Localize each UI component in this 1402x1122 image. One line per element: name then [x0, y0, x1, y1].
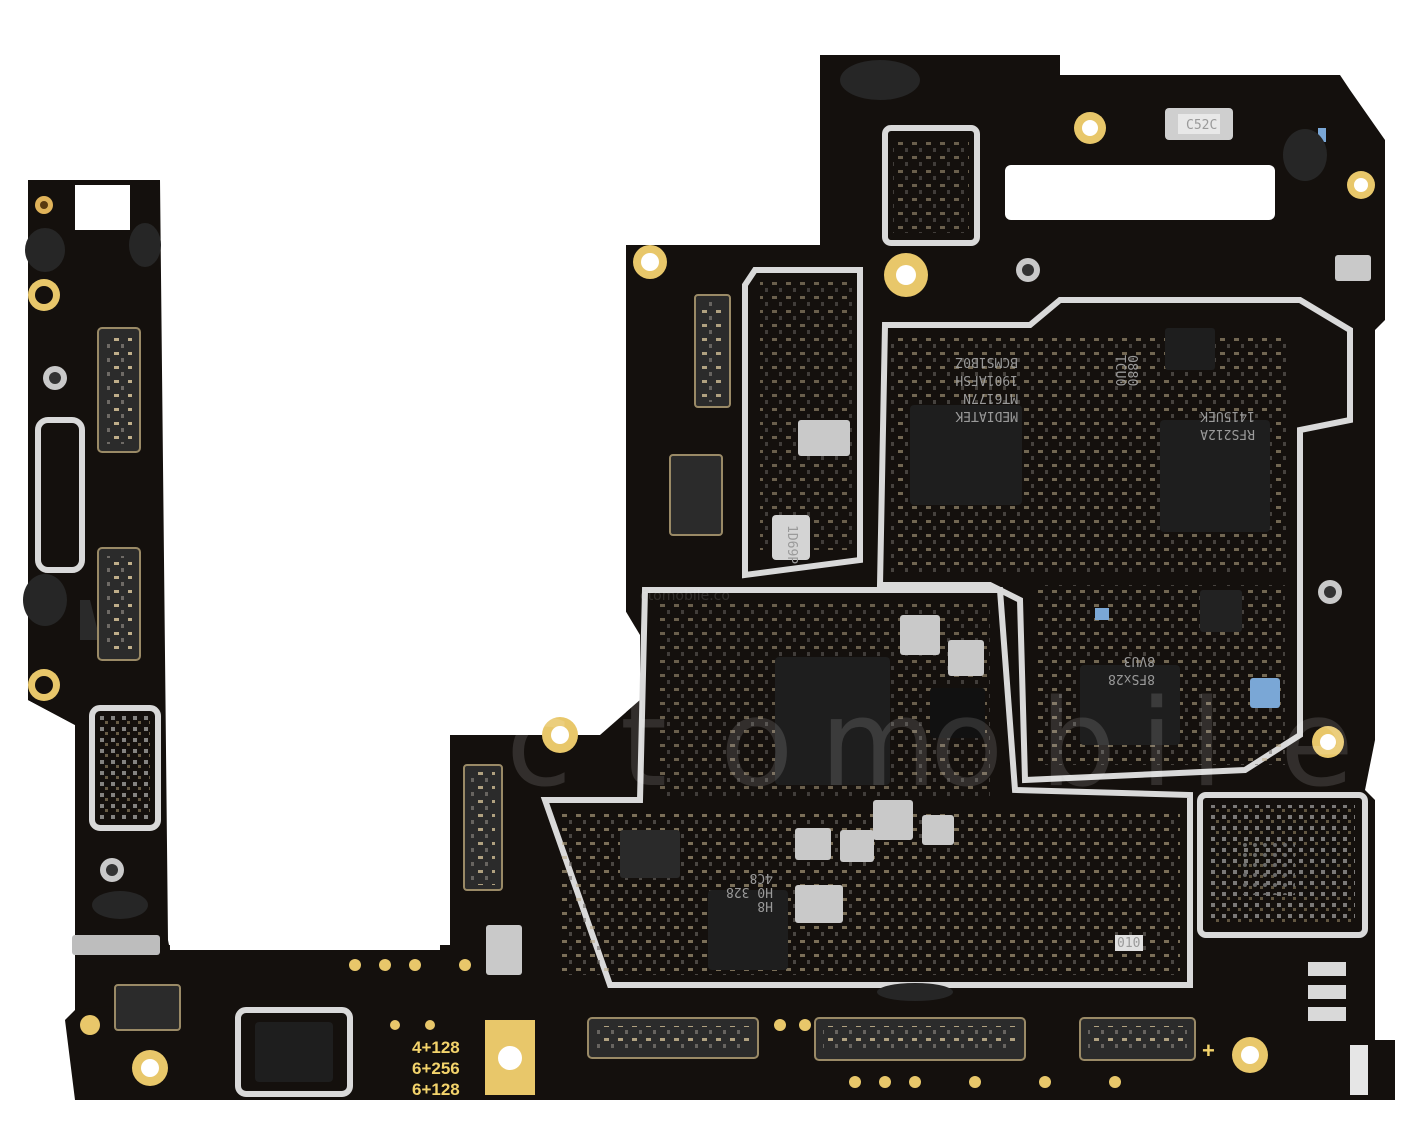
svg-text:4+128: 4+128	[412, 1038, 460, 1057]
svg-text:l: l	[1190, 675, 1223, 814]
svg-text:6+256: 6+256	[412, 1059, 460, 1078]
white-label-sticker	[75, 185, 130, 230]
svg-text:o: o	[930, 675, 1003, 814]
svg-text:8FSx28: 8FSx28	[1108, 671, 1155, 686]
main-board: C52C	[23, 60, 1375, 1097]
shield-top	[882, 125, 980, 246]
svg-text:4C8: 4C8	[750, 870, 773, 885]
svg-text:o: o	[720, 675, 793, 814]
shield-lower	[540, 587, 1193, 988]
svg-text:H0 328: H0 328	[726, 884, 773, 899]
svg-text:TCU0: TCU0	[1112, 355, 1127, 386]
svg-text:6+128: 6+128	[412, 1080, 460, 1099]
underfill-blobs	[23, 60, 1327, 1001]
svg-text:H8: H8	[757, 898, 773, 913]
chip-small-upper: 0880 TCU0	[1112, 328, 1215, 386]
camera-cutout	[1005, 165, 1275, 220]
chip-bottom: H8 H0 328 4C8	[708, 870, 788, 970]
svg-text:BCMS1B0Z: BCMS1B0Z	[955, 354, 1018, 369]
chip-1d69p: 1D69P	[772, 515, 810, 564]
svg-text:8VU3: 8VU3	[1124, 653, 1155, 668]
shield-bottom-left	[235, 1007, 353, 1097]
chip-pmic	[775, 657, 890, 785]
svg-text:MEDIATEK: MEDIATEK	[955, 408, 1018, 423]
memory-variant-silkscreen: 4+128 6+256 6+128 +	[412, 1038, 1215, 1099]
svg-text:i: i	[1140, 675, 1173, 814]
chip-rf-front-end-1: RFS212A 1415UEK	[1160, 408, 1270, 532]
svg-text:e: e	[1280, 675, 1354, 814]
svg-text:1D69P: 1D69P	[784, 525, 799, 564]
svg-text:b: b	[1040, 675, 1116, 814]
chip-mediatek-transceiver: MEDIATEK MT6177N 1901AFSH BCMS1B0Z	[910, 354, 1022, 505]
plus-marking: +	[1202, 1038, 1215, 1063]
svg-text:MT6177N: MT6177N	[963, 390, 1018, 405]
chip-rf-front-end-2: 8FSx28 8VU3	[1080, 653, 1180, 745]
silkscreen-010: 010	[1117, 936, 1140, 951]
watermark: c t o m o b i l e ctomobile.co	[506, 588, 1354, 814]
left-strip	[28, 180, 170, 1010]
inductors	[486, 255, 1371, 975]
svg-text:m: m	[820, 675, 937, 814]
svg-text:1415UEK: 1415UEK	[1200, 408, 1255, 423]
test-pads	[349, 959, 1121, 1088]
svg-text:t: t	[620, 675, 667, 814]
shield-upper-left	[742, 267, 863, 579]
svg-text:c: c	[506, 675, 572, 814]
shield-right-bottom	[1197, 792, 1368, 938]
svg-text:1901AFSH: 1901AFSH	[955, 372, 1018, 387]
svg-text:0880: 0880	[1124, 355, 1139, 386]
crystal-marking: C52C	[1186, 118, 1217, 133]
svg-text:RFS212A: RFS212A	[1200, 426, 1255, 441]
watermark-url: ctomobile.co	[640, 588, 730, 604]
blue-components	[1095, 128, 1326, 708]
